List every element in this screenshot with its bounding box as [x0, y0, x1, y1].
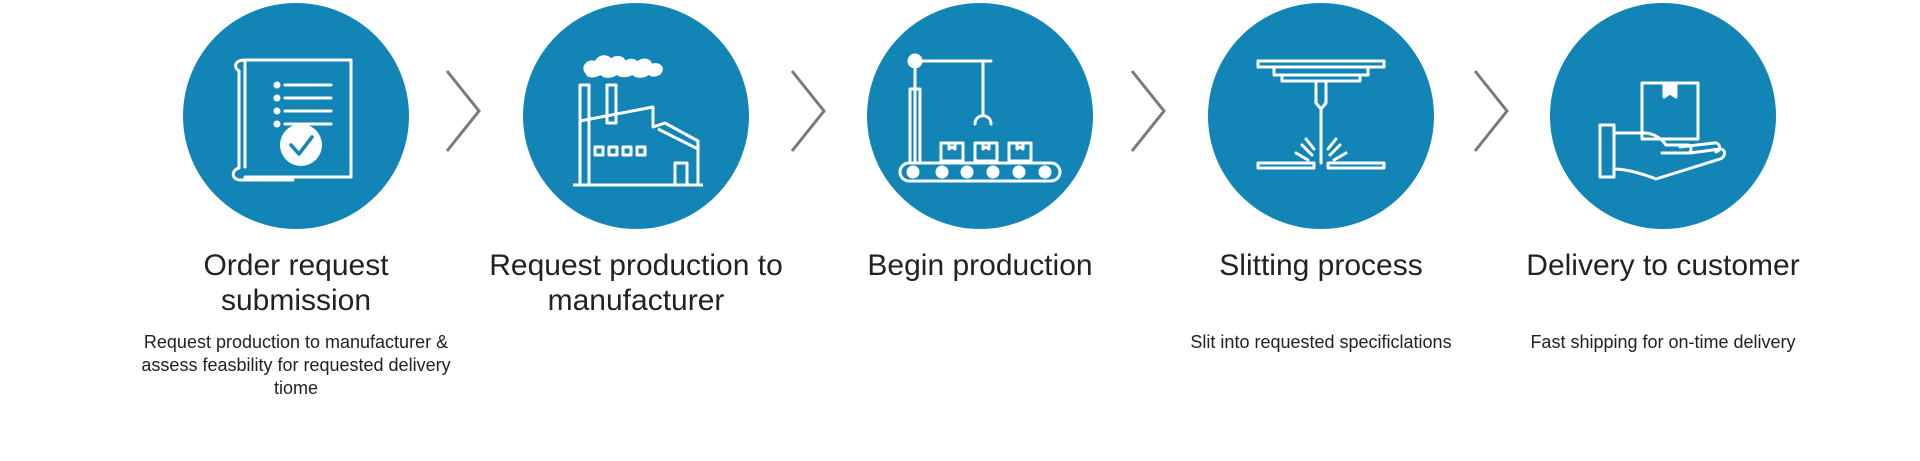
slitting-machine-icon: [1256, 59, 1386, 170]
step-description-line: Fast shipping for on-time delivery: [1530, 332, 1796, 352]
step-title: Begin production: [800, 248, 1160, 283]
step-description-line: assess feasbility for requested delivery: [141, 355, 451, 375]
step-description-line: Request production to manufacturer &: [143, 332, 449, 352]
step-title-line: Order request: [203, 249, 389, 282]
step-description: Fast shipping for on-time delivery: [1483, 331, 1843, 354]
chevron-right-icon: [1130, 70, 1166, 152]
step-title-line: manufacturer: [547, 284, 725, 317]
factory-icon: [573, 55, 703, 187]
step-title: Order request submission: [116, 248, 476, 318]
step-description: Slit into requested specificlations: [1141, 331, 1501, 354]
step-circle: [523, 3, 749, 229]
chevron-right-icon: [1473, 70, 1509, 152]
conveyor-robot-arm-icon: [898, 53, 1062, 183]
step-circle: [183, 3, 409, 229]
step-description: Request production to manufacturer & ass…: [116, 331, 476, 400]
chevron-right-icon: [790, 70, 826, 152]
step-circle: [867, 3, 1093, 229]
step-circle: [1208, 3, 1434, 229]
step-description-line: Slit into requested specificlations: [1190, 332, 1452, 352]
step-title-line: Begin production: [867, 249, 1093, 282]
step-circle: [1550, 3, 1776, 229]
step-title: Request production to manufacturer: [456, 248, 816, 318]
step-title-line: Request production to: [489, 249, 783, 282]
step-title-line: Delivery to customer: [1526, 249, 1800, 282]
document-check-icon: [231, 58, 353, 182]
step-description-line: tiome: [273, 378, 318, 398]
chevron-right-icon: [445, 70, 481, 152]
step-title-line: Slitting process: [1219, 249, 1423, 282]
hand-box-delivery-icon: [1598, 81, 1726, 181]
step-title-line: submission: [220, 284, 372, 317]
step-title: Slitting process: [1141, 248, 1501, 283]
step-title: Delivery to customer: [1483, 248, 1843, 283]
